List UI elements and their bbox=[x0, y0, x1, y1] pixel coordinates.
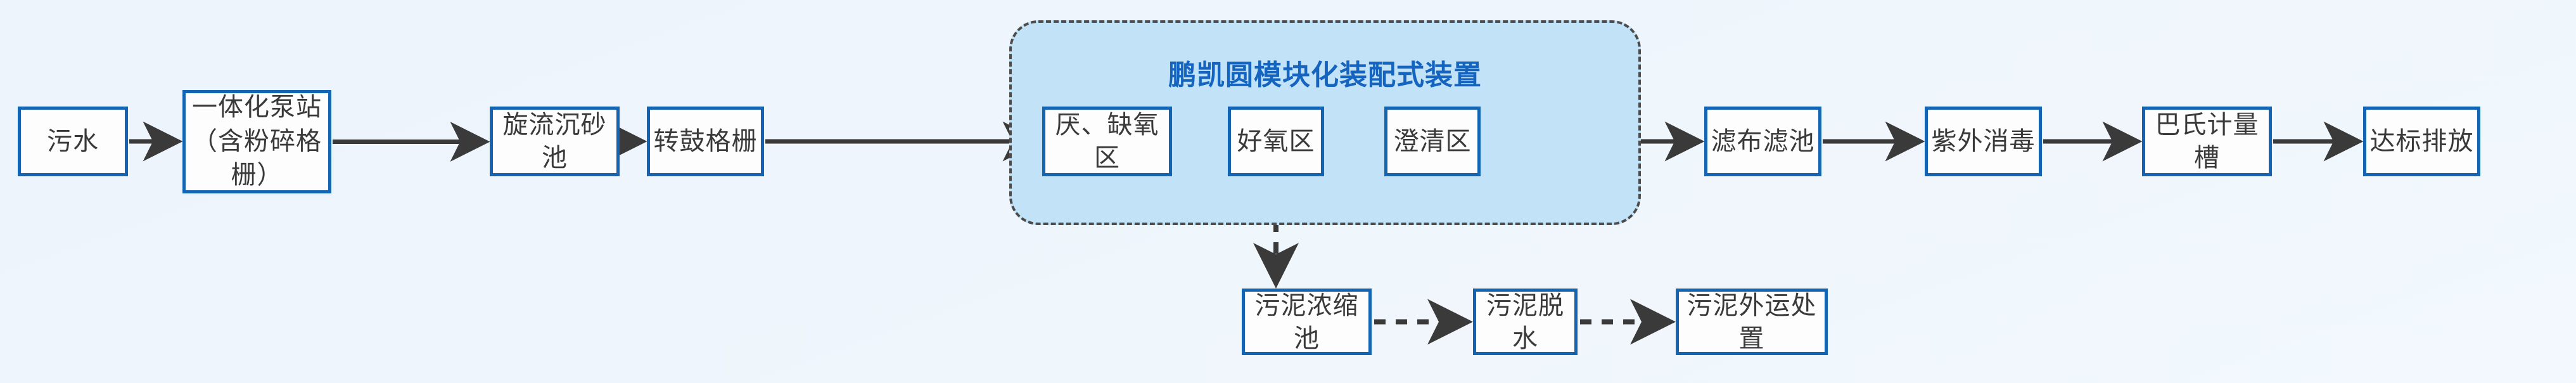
process-node-label: 污泥浓缩池 bbox=[1254, 291, 1359, 353]
process-node-label: 污水 bbox=[47, 127, 99, 155]
process-node-dewater[interactable]: 污泥脱水 bbox=[1473, 289, 1578, 355]
process-node-label: 一体化泵站 （含粉碎格栅） bbox=[192, 93, 322, 190]
process-node-label: 紫外消毒 bbox=[1931, 127, 2036, 155]
process-node-drum[interactable]: 转鼓格栅 bbox=[647, 107, 764, 176]
process-node-clothfilter[interactable]: 滤布滤池 bbox=[1704, 107, 1821, 176]
process-node-grit[interactable]: 旋流沉砂池 bbox=[490, 107, 620, 176]
process-node-clarifier[interactable]: 澄清区 bbox=[1384, 107, 1481, 176]
process-node-label: 转鼓格栅 bbox=[653, 127, 758, 155]
process-node-label: 污泥脱水 bbox=[1486, 291, 1564, 353]
process-node-aerobic[interactable]: 好氧区 bbox=[1228, 107, 1324, 176]
process-node-discharge[interactable]: 达标排放 bbox=[2363, 107, 2480, 176]
process-node-label: 巴氏计量槽 bbox=[2155, 111, 2259, 172]
process-node-label: 达标排放 bbox=[2369, 127, 2474, 155]
process-node-flume[interactable]: 巴氏计量槽 bbox=[2142, 107, 2272, 176]
process-node-label: 滤布滤池 bbox=[1711, 127, 1815, 155]
process-node-label: 好氧区 bbox=[1237, 127, 1315, 155]
process-node-label: 旋流沉砂池 bbox=[502, 111, 607, 172]
process-node-label: 厌、缺氧区 bbox=[1055, 111, 1159, 172]
process-node-label: 污泥外运处置 bbox=[1687, 291, 1817, 353]
process-node-pump[interactable]: 一体化泵站 （含粉碎格栅） bbox=[182, 90, 331, 193]
module-device-group-title: 鹏凯圆模块化装配式装置 bbox=[1168, 60, 1482, 91]
process-node-label: 澄清区 bbox=[1393, 127, 1472, 155]
process-node-transport[interactable]: 污泥外运处置 bbox=[1676, 289, 1828, 355]
process-node-influent[interactable]: 污水 bbox=[18, 107, 128, 176]
process-node-thickener[interactable]: 污泥浓缩池 bbox=[1242, 289, 1372, 355]
process-node-anoxic[interactable]: 厌、缺氧区 bbox=[1042, 107, 1172, 176]
process-node-uv[interactable]: 紫外消毒 bbox=[1925, 107, 2042, 176]
